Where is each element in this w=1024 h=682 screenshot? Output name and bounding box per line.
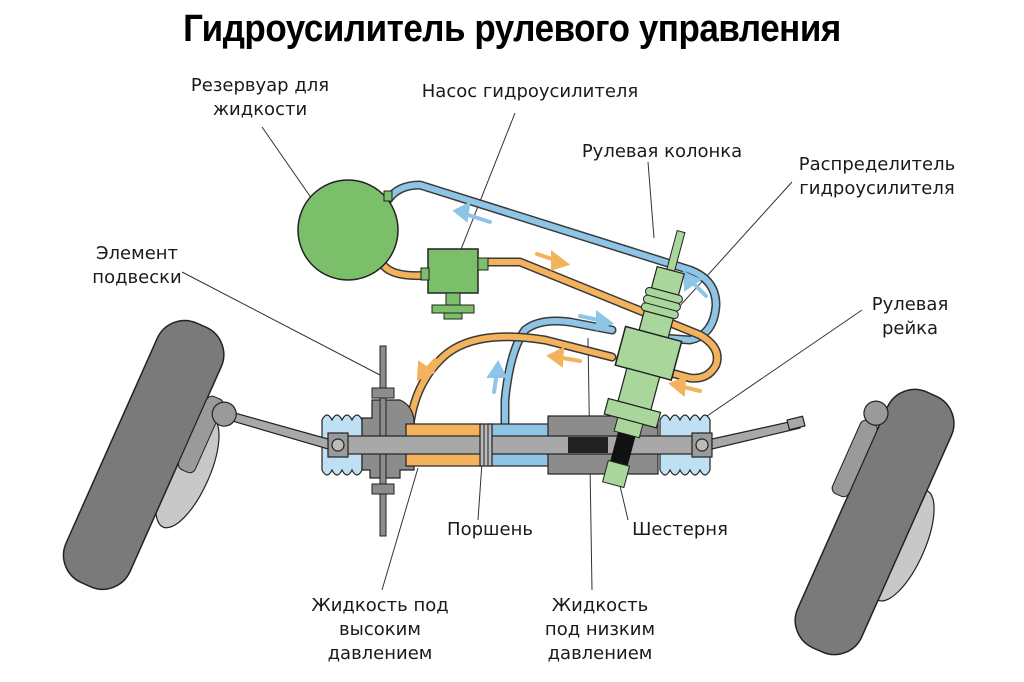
label-pinion: Шестерня [632,519,728,540]
label-low-pressure-fluid: Жидкость под низким давлением [544,595,656,664]
arrow-right-icon [551,249,571,271]
leader-suspension [181,271,381,376]
low-pressure-arrows [452,201,708,394]
label-suspension: Элемент подвески [92,243,182,288]
pump-body [427,248,479,294]
leader-steering-column [647,161,655,239]
leader-high-pressure [381,467,419,591]
high-pressure-arrows [416,249,702,397]
rack-bar [329,435,701,455]
reservoir-tank [297,179,399,281]
arrow-left-icon [452,201,471,223]
left-tie-rod [221,409,329,450]
label-valve: Распределитель гидроусилителя [798,154,956,199]
pump-pulley [431,304,475,314]
label-steering-column: Рулевая колонка [581,141,743,162]
arrow-up-icon [682,270,703,292]
steering-column-assembly [601,229,686,489]
low-line-rack [502,318,615,433]
rack-teeth [568,437,608,453]
right-wheel [794,388,955,656]
label-pump: Насос гидроусилителя [421,81,639,102]
diagram-title: Гидроусилитель рулевого управления [183,8,841,50]
pressure-line-pump-to-valve [475,259,721,382]
reservoir [297,179,399,281]
label-piston: Поршень [447,519,533,540]
pump [420,248,489,320]
flow-arrows [416,201,708,397]
arrow-up-icon [486,360,508,378]
leader-pump [451,112,516,273]
label-high-pressure-fluid: Жидкость под высоким давлением [311,595,449,664]
left-wheel [62,319,237,591]
label-rack: Рулевая рейка [871,294,949,339]
right-tire [794,388,955,656]
label-reservoir: Резервуар для жидкости [190,75,330,120]
steering-rack [321,345,713,537]
left-tire [62,319,225,591]
arrow-left-icon [546,346,565,368]
right-tie-rod [711,419,801,450]
arrow-down-left-icon [416,360,437,382]
low-pressure-lines [383,180,721,435]
high-pressure-lines [379,257,722,440]
piston [479,423,493,467]
pinion-gear [610,432,636,466]
arrow-right-icon [596,310,614,331]
arrow-left-icon [668,375,687,397]
pressure-line-valve-to-rack [407,333,615,438]
return-line-reservoir [385,182,719,343]
